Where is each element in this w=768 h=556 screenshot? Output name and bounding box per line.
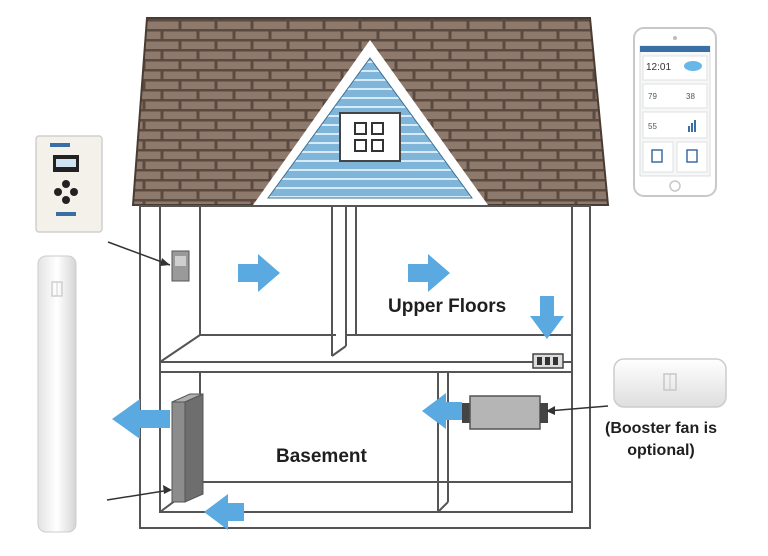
phone-time: 12:01	[646, 62, 672, 73]
gable-dormer	[253, 40, 488, 205]
upper-floor-grille	[532, 353, 564, 369]
wall-controller-mini	[171, 250, 190, 282]
phone-temp-indoor: 79	[648, 92, 657, 101]
booster-fan-inline	[462, 395, 548, 430]
arrow-upper-right	[408, 254, 450, 292]
arrow-basement-out	[112, 399, 170, 439]
arrow-upper-left	[238, 254, 280, 292]
label-basement: Basement	[276, 446, 367, 467]
arrow-down	[530, 296, 564, 339]
arrow-booster-in	[422, 393, 462, 429]
phone-humidity: 55	[648, 122, 657, 131]
label-booster-fan: (Booster fan is optional)	[604, 420, 717, 459]
airflow-arrows	[112, 254, 564, 530]
arrow-basement-floor	[204, 494, 244, 530]
house-walls	[139, 205, 591, 529]
label-upper-floors: Upper Floors	[388, 296, 507, 317]
smartphone	[633, 27, 717, 197]
phone-temp-outdoor: 38	[686, 92, 695, 101]
wall-controller-device	[35, 135, 103, 233]
basement-dehumidifier-unit	[171, 393, 204, 503]
callout-lines	[106, 241, 609, 501]
dehumidifier-tube	[37, 255, 77, 533]
booster-fan-device	[613, 358, 727, 408]
